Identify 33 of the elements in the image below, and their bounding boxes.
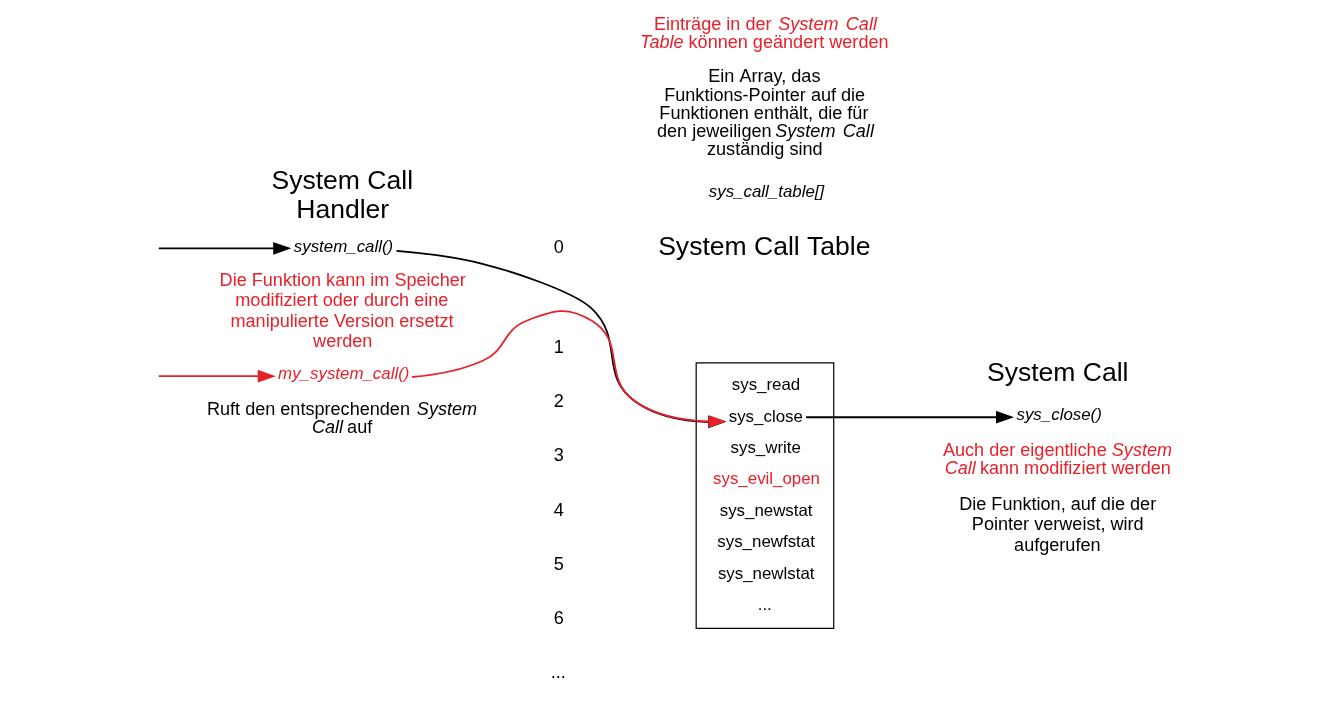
label: 3 xyxy=(553,445,564,466)
node-text: sys_write xyxy=(730,438,801,458)
node-text: sys_newstat xyxy=(719,500,813,520)
label: 5 xyxy=(553,553,564,574)
node-text: ... xyxy=(757,594,772,614)
node-text: sys_close() xyxy=(1016,405,1102,425)
node-text: sys_newlstat xyxy=(717,563,815,583)
label: Ruft den entsprechenden System Call auf xyxy=(206,398,477,437)
arrow xyxy=(157,369,276,383)
label: 0 xyxy=(553,236,564,257)
label: System Call Handler xyxy=(271,164,413,224)
label: Ein Array, das Funktions-Pointer auf die Funktionen enthält, die für den jeweiligen System Call zuständig sind xyxy=(656,66,874,159)
label: System Call Table xyxy=(657,231,871,262)
node-text: sys_close xyxy=(728,406,803,426)
node-text: sys_read xyxy=(731,375,800,395)
cluster xyxy=(695,362,834,629)
node-text: my_system_call() xyxy=(277,364,409,384)
label: Einträge in der System Call Table können geändert werden xyxy=(639,13,889,53)
label: 1 xyxy=(553,336,564,357)
label: 4 xyxy=(553,499,564,520)
label: 2 xyxy=(553,390,564,411)
label: Auch der eigentliche System Call kann modifiziert werden xyxy=(942,439,1172,478)
label: System Call xyxy=(986,356,1128,387)
arrow xyxy=(804,410,1014,424)
arrow xyxy=(157,242,291,255)
label: Die Funktion, auf die der Pointer verweist, wird aufgerufen xyxy=(958,493,1156,555)
label: sys_call_table[] xyxy=(708,182,824,202)
node-text: sys_evil_open xyxy=(712,469,820,489)
node-text: sys_newfstat xyxy=(716,532,815,552)
label: Die Funktion kann im Speicher modifiziert oder durch eine manipulierte Version ersetzt werden xyxy=(219,269,466,352)
label: 6 xyxy=(553,608,564,629)
label: ... xyxy=(550,662,566,683)
node-text: system_call() xyxy=(293,236,393,256)
